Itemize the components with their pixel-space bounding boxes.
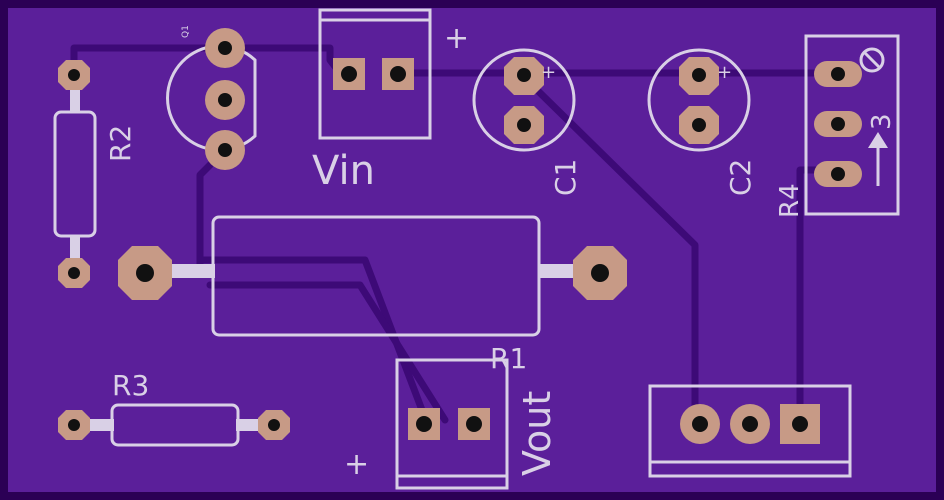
- r4-outline: [804, 34, 900, 216]
- vout-plus-label: +: [344, 447, 369, 482]
- trace-r1-vout-a: [196, 256, 429, 422]
- vin-label: Vin: [312, 148, 375, 194]
- r3-drill-left: [68, 419, 80, 431]
- r2-label: R2: [104, 125, 137, 162]
- q1-drill-2: [218, 93, 232, 107]
- r2-drill-top: [68, 69, 80, 81]
- connector-vout: + Vout: [344, 358, 559, 490]
- r1-drill-right: [591, 264, 609, 282]
- header-drill-3: [792, 416, 808, 432]
- r2-drill-bottom: [68, 267, 80, 279]
- vin-drill-2: [390, 66, 406, 82]
- r1-lead-left: [165, 264, 215, 278]
- vout-drill-1: [416, 416, 432, 432]
- r4-adjust-icon: [859, 47, 885, 73]
- c1-plus-label: +: [541, 62, 556, 83]
- r4-pin-label: 3: [867, 113, 897, 130]
- c2-plus-label: +: [717, 62, 732, 83]
- vin-drill-1: [341, 66, 357, 82]
- r3-drill-right: [268, 419, 280, 431]
- r4-drill-3: [831, 167, 845, 181]
- c2-outline: [647, 48, 751, 152]
- vin-plus-label: +: [444, 21, 469, 56]
- resistor-r1: R1: [118, 215, 627, 375]
- trace-top-bus: [70, 44, 344, 78]
- vout-drill-2: [466, 416, 482, 432]
- c2-label: C2: [724, 159, 757, 196]
- resistor-r3: R3: [58, 369, 290, 447]
- vout-label: Vout: [515, 391, 559, 476]
- header-housing: [648, 384, 852, 478]
- r4-label: R4: [775, 183, 805, 218]
- header-drill-2: [742, 416, 758, 432]
- c1-drill-minus: [517, 118, 531, 132]
- r2-lead-top: [70, 90, 80, 112]
- r3-lead-left: [90, 419, 114, 431]
- vout-housing: [395, 358, 509, 490]
- capacitor-c2: + C2: [647, 48, 757, 196]
- resistor-r2: R2: [53, 60, 137, 288]
- capacitor-c1: + C1: [472, 48, 582, 196]
- c1-label: C1: [549, 159, 582, 196]
- r4-drill-2: [831, 117, 845, 131]
- trace-c1-down: [531, 84, 699, 424]
- c1-outline: [472, 48, 576, 152]
- c2-drill-plus: [692, 68, 706, 82]
- q1-drill-3: [218, 143, 232, 157]
- r4-arrow-head-icon: [868, 132, 888, 148]
- c1-drill-plus: [517, 68, 531, 82]
- r4-adjust-slot: [862, 50, 882, 70]
- vin-housing: [318, 8, 432, 140]
- trimpot-r4: 3 R4: [775, 34, 900, 218]
- r4-drill-1: [831, 67, 845, 81]
- r1-body: [211, 215, 541, 337]
- header-3pin: [648, 384, 852, 478]
- q1-drill-1: [218, 41, 232, 55]
- header-drill-1: [692, 416, 708, 432]
- connector-vin: + Vin: [312, 8, 469, 194]
- transistor-q1: Q1: [166, 25, 257, 170]
- r3-lead-right: [236, 419, 260, 431]
- r3-label: R3: [112, 369, 149, 402]
- r1-drill-left: [136, 264, 154, 282]
- trace-r1-vout-b: [206, 281, 449, 424]
- c2-drill-minus: [692, 118, 706, 132]
- r2-lead-bottom: [70, 236, 80, 258]
- q1-label: Q1: [181, 25, 191, 38]
- r3-body: [110, 403, 240, 447]
